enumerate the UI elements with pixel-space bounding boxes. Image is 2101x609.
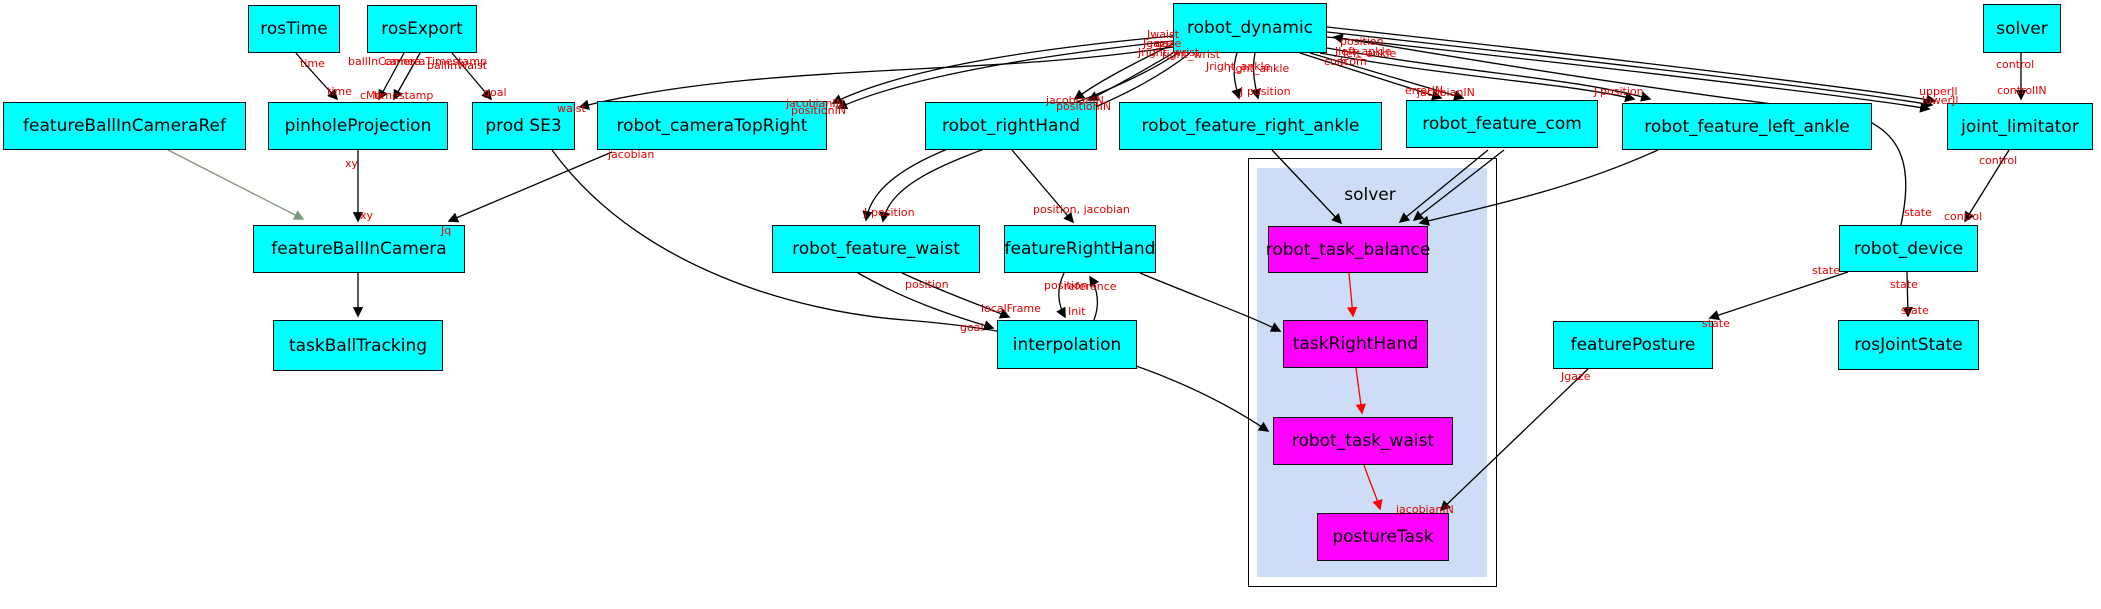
edge-label-jacobianIN-head-com: jacobianIN (1417, 86, 1475, 99)
edge-label-xy-head: xy (360, 209, 374, 222)
edge-label-goal-head-prod: goal (483, 86, 507, 99)
edge-label-Jright-wrist-tail: Jright_wrist (1138, 46, 1200, 59)
node-featureBallInCamera: featureBallInCamera (253, 225, 465, 273)
edge-label-state-head-js: state (1901, 304, 1929, 317)
edge-label-time-head: time (327, 85, 352, 98)
node-robot-task-waist: robot_task_waist (1273, 417, 1453, 465)
node-featureBallInCameraRef: featureBallInCameraRef (3, 102, 246, 150)
node-robot-rightHand: robot_rightHand (925, 102, 1097, 150)
edge-label-upperJl-head: upperJl (1919, 85, 1958, 98)
solver-cluster-label: solver (1344, 185, 1396, 205)
edge-label-control-head-device: control (1944, 210, 1983, 223)
node-solver: solver (1983, 4, 2061, 53)
edge-label-com-tail: com (1324, 55, 1348, 68)
edge-label-right-wrist-tail: right_wrist (1162, 48, 1220, 61)
edge-label-right-ankle-tail: right_ankle (1228, 62, 1290, 75)
edge-label-lowerJl-head: lowerJl (1922, 94, 1959, 107)
node-robot-dynamic: robot_dynamic (1173, 3, 1327, 53)
edge-label-position-tail-dyn: position (1340, 35, 1384, 48)
edge-label-cameraTimestamp-tail: cameraTimestamp (384, 55, 487, 68)
edge-label-controlIN-head: controlIN (1997, 84, 2047, 97)
edge-label-xy-tail: xy (345, 157, 359, 170)
node-robot-cameraTopRight: robot_cameraTopRight (597, 101, 827, 150)
node-featurePosture: featurePosture (1553, 321, 1713, 369)
edge-label-Jleft-ankle-tail: Jleft_ankle (1335, 45, 1392, 58)
node-rosJointState: rosJointState (1838, 320, 1979, 370)
edge-label-J-head-rankle: J (1240, 85, 1244, 98)
edge-label-localFrame-head: localFrame (981, 302, 1041, 315)
edge-label-state-tail-js: state (1890, 278, 1918, 291)
node-prod-SE3: prod SE3 (472, 102, 575, 150)
edge-label-goal-head-interp: goal (960, 321, 984, 334)
edge-label-position-head-rankle: position (1247, 85, 1291, 98)
node-pinholeProjection: pinholeProjection (268, 102, 448, 150)
edge-label-Jwaist-tail: Jwaist (1147, 28, 1180, 41)
edge-label-state-tail-fp: state (1812, 264, 1840, 277)
node-featureRightHand: featureRightHand (1004, 225, 1156, 273)
node-postureTask: postureTask (1317, 513, 1449, 561)
edge-label-jacobian-tail: jacobian (608, 148, 655, 161)
edge-label-Jgaze-tail: Jgaze (1143, 37, 1173, 50)
edge-label-positionIN-head-cam: positionIN (791, 104, 847, 117)
edge-label-gaze-tail: gaze (1155, 37, 1182, 50)
edge-label-Jright-ankle-tail: Jright_ankle (1206, 60, 1271, 73)
edge-label-ballInCamera-tail: ballInCamera (348, 55, 422, 68)
edge-label-J-head-waist: J (864, 206, 868, 219)
edge-label-left-ankle-tail: left_ankle (1343, 47, 1397, 60)
node-robot-feature-com: robot_feature_com (1406, 100, 1598, 148)
edge-label-cMo-head: cMo (360, 89, 383, 102)
edge-label-control-tail-solver: control (1996, 58, 2035, 71)
edge-label-state-tail-dyn: state (1904, 206, 1932, 219)
edge-label-J-head-lankle: J (1594, 85, 1598, 98)
node-interpolation: interpolation (997, 320, 1137, 369)
node-rosExport: rosExport (367, 5, 477, 53)
edge-label-Jq-head: Jq (441, 224, 452, 237)
edge-label-Init-head: Init (1068, 305, 1086, 318)
edge-label-Jgaze-tail-fp: Jgaze (1561, 370, 1591, 383)
edge-label-control-tail-jl: control (1979, 154, 2018, 167)
edge-label-timestamp-head: timestamp (374, 89, 434, 102)
node-joint-limitator: joint_limitator (1947, 103, 2093, 150)
edge-label-ballInWaist-tail: ballInWaist (427, 59, 488, 72)
edge-label-jacobianIN-head-cam: jacobianIN (786, 97, 844, 110)
edge-label-time-tail: time (300, 57, 325, 70)
edge-label-position-tail-frh: position (1044, 279, 1088, 292)
edge-label-position-tail-waist: position (905, 278, 949, 291)
edge-label-positionIN-head-hand: positionIN (1056, 100, 1112, 113)
edge-label-jacobianIN-head-pt: jacobianIN (1396, 503, 1454, 516)
node-taskRightHand: taskRightHand (1283, 320, 1428, 368)
node-robot-feature-right-ankle: robot_feature_right_ankle (1119, 102, 1382, 150)
edge-label-position-head-waist: position (871, 206, 915, 219)
edge-label-reference-head: reference (1064, 280, 1117, 293)
edge-label-position-jacobian-head: position, jacobian (1033, 203, 1130, 216)
node-robot-task-balance: robot_task_balance (1266, 226, 1430, 273)
edge-label-position-head-lankle: position (1600, 85, 1644, 98)
node-robot-device: robot_device (1839, 225, 1978, 272)
node-robot-feature-waist: robot_feature_waist (772, 225, 980, 273)
node-taskBallTracking: taskBallTracking (273, 320, 443, 371)
edge-label-errorIN-head: errorIN (1405, 84, 1444, 97)
node-robot-feature-left-ankle: robot_feature_left_ankle (1622, 103, 1872, 150)
node-rosTime: rosTime (248, 5, 340, 53)
edge-label-Jcom-tail: Jcom (1340, 55, 1367, 68)
edge-label-state-head-fp: state (1702, 317, 1730, 330)
edge-label-jacobianIN-head-hand: jacobianIN (1046, 94, 1104, 107)
edge-label-waist-head-prod: waist (557, 102, 586, 115)
